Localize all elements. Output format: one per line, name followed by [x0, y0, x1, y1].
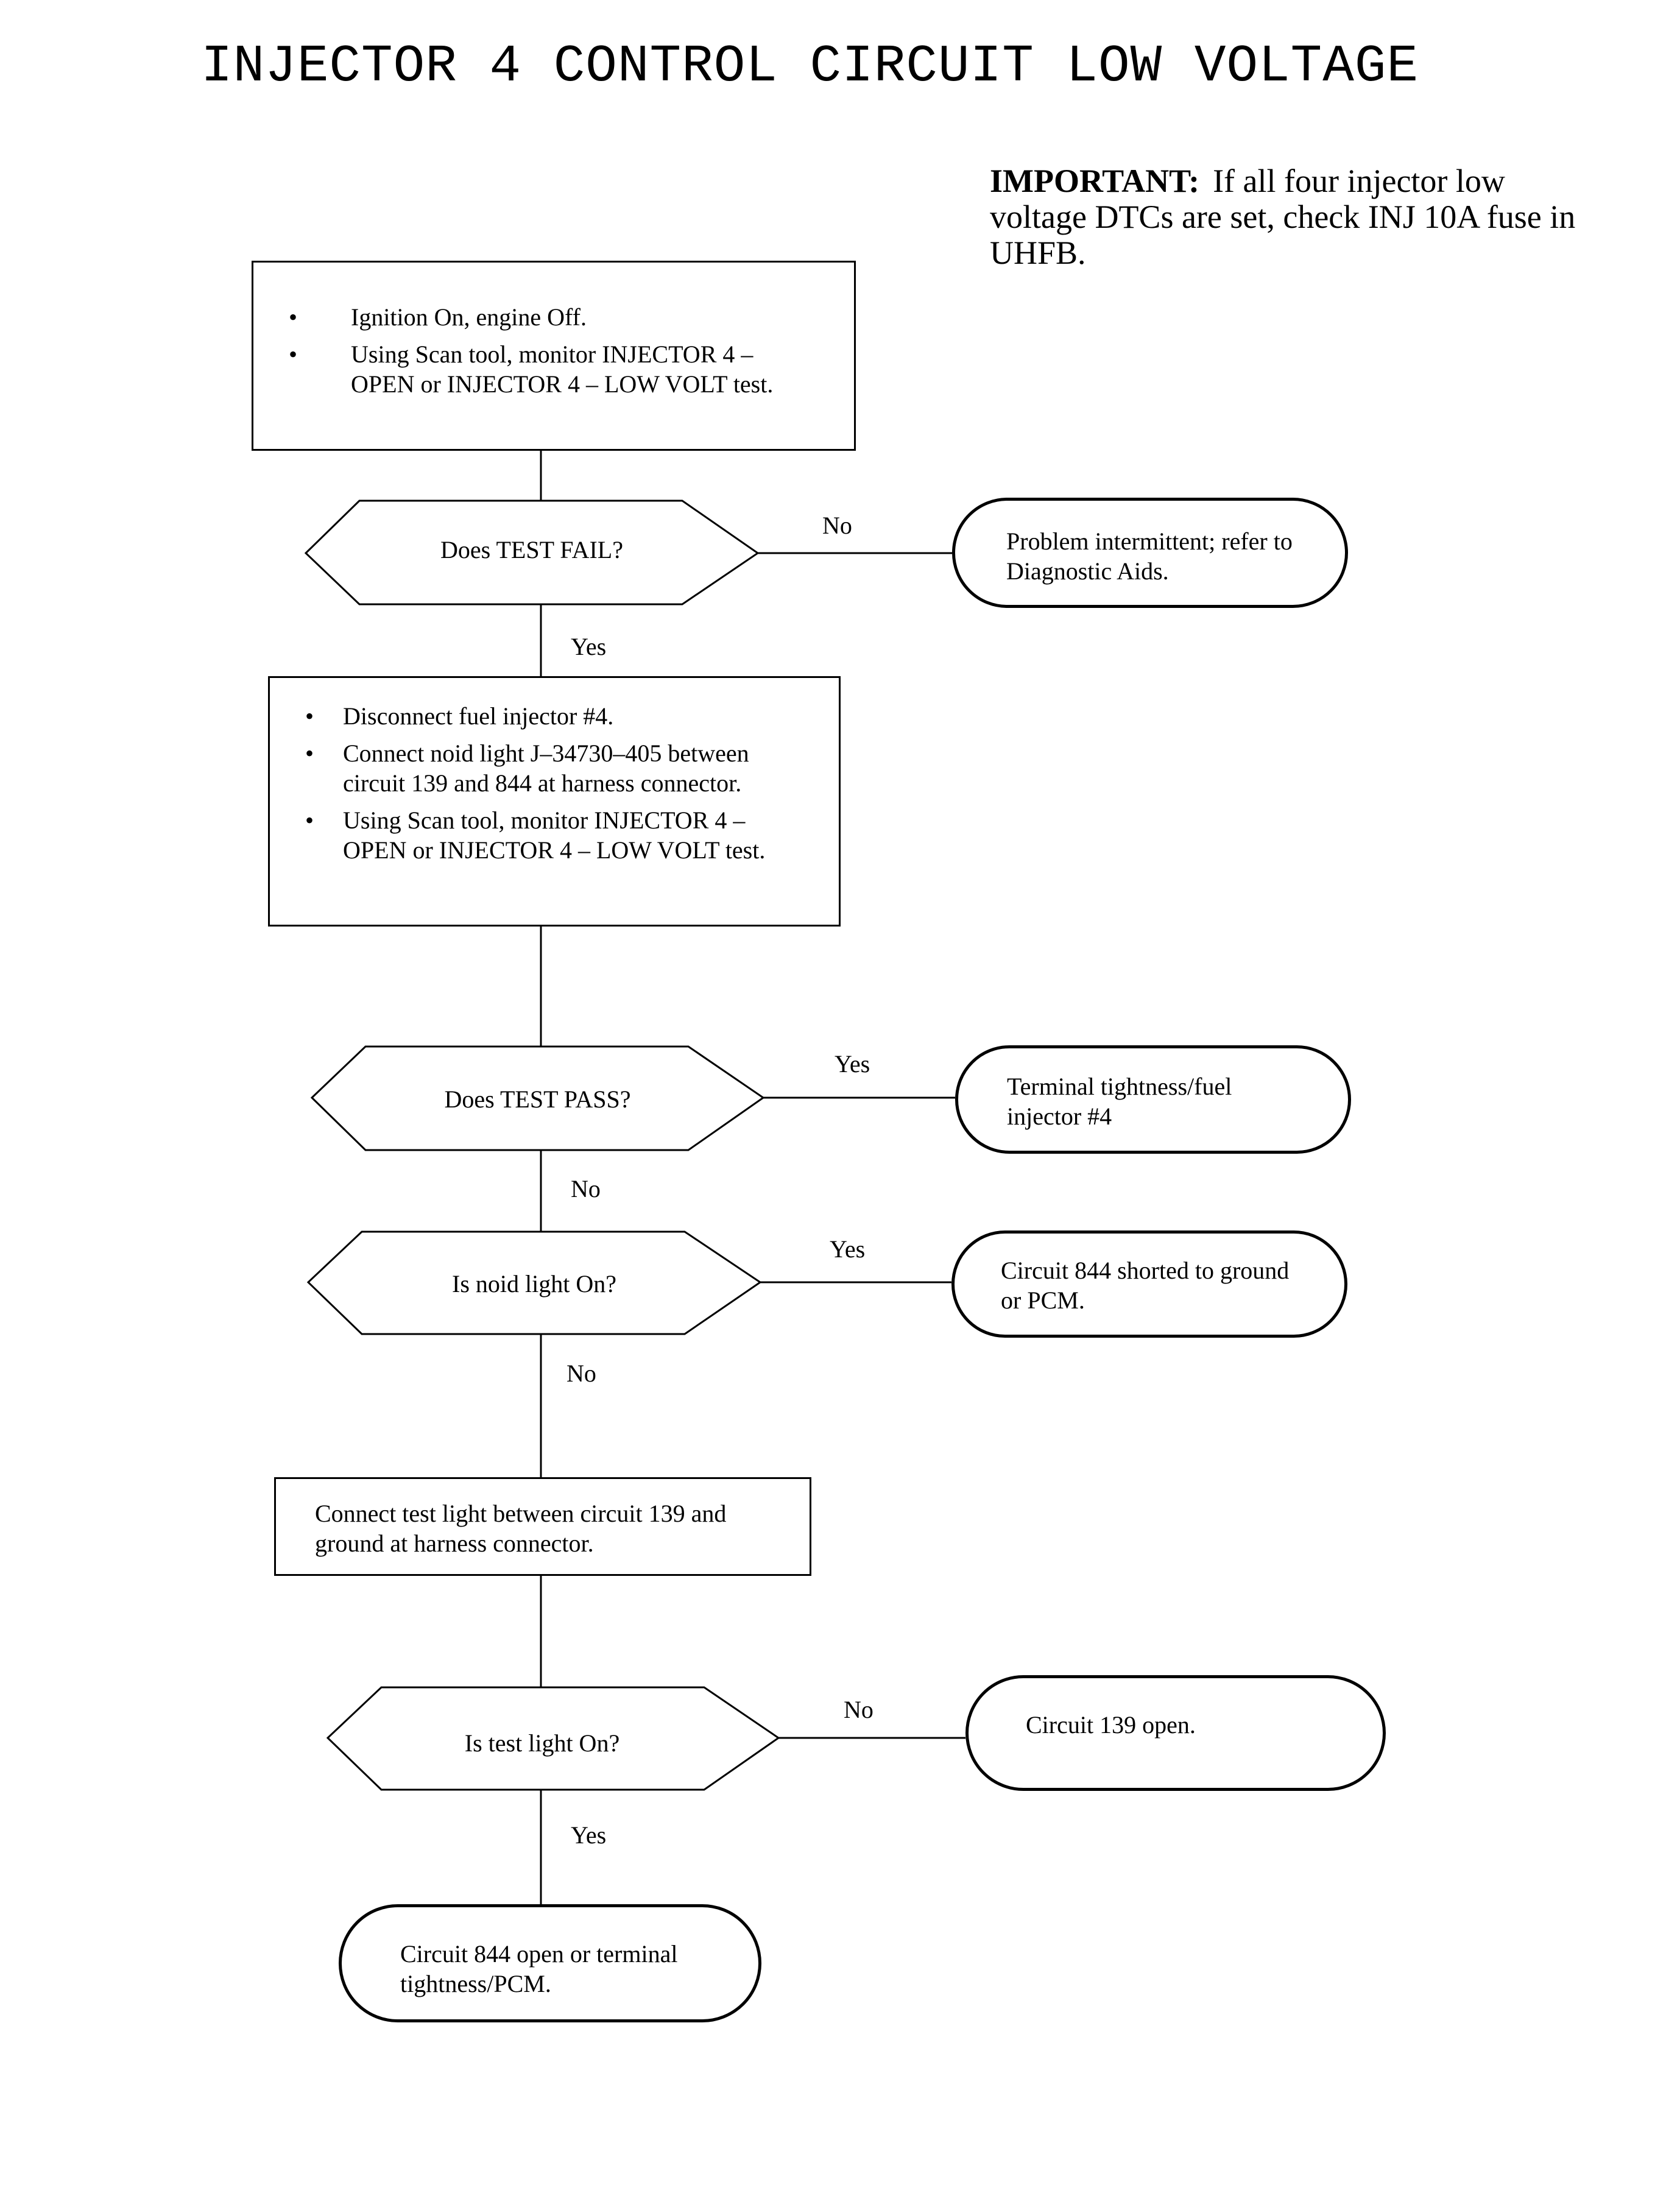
decision-d2-shape — [310, 1045, 765, 1151]
important-text: If all four injector low voltage DTCs ar… — [990, 163, 1576, 271]
step2-bullet-1: Disconnect fuel injector #4. — [270, 701, 772, 731]
important-label: IMPORTANT: — [990, 163, 1200, 199]
result-box-4: Circuit 139 open. — [965, 1675, 1386, 1791]
step1-bullet-2: Using Scan tool, monitor INJECTOR 4 – OP… — [253, 339, 781, 399]
step1-bullet-1: Ignition On, engine Off. — [253, 302, 781, 332]
branch-label-d4-yes: Yes — [571, 1821, 607, 1849]
decision-d3-text: Is noid light On? — [452, 1270, 616, 1297]
branch-label-d1-yes: Yes — [571, 633, 607, 660]
result5-text: Circuit 844 open or terminal tightness/P… — [400, 1940, 678, 1997]
step2-bullet-2: Connect noid light J–34730–405 between c… — [270, 738, 772, 798]
step-box-2: Disconnect fuel injector #4. Connect noi… — [268, 676, 841, 927]
step2-bullet-3: Using Scan tool, monitor INJECTOR 4 – OP… — [270, 805, 772, 865]
decision-d1-text: Does TEST FAIL? — [440, 536, 623, 563]
result-box-3: Circuit 844 shorted to ground or PCM. — [951, 1230, 1347, 1338]
branch-label-d1-no: No — [822, 512, 852, 539]
result-box-5: Circuit 844 open or terminal tightness/P… — [339, 1904, 761, 2022]
decision-d4-shape — [326, 1686, 780, 1791]
step-box-1: Ignition On, engine Off. Using Scan tool… — [252, 261, 856, 451]
decision-d3-shape — [306, 1230, 762, 1335]
branch-label-d3-yes: Yes — [830, 1235, 866, 1263]
decision-d4-text: Is test light On? — [464, 1729, 620, 1757]
branch-label-d2-no: No — [571, 1175, 601, 1202]
important-note: IMPORTANT:If all four injector low volta… — [990, 163, 1605, 271]
step-box-3: Connect test light between circuit 139 a… — [274, 1477, 811, 1576]
branch-label-d2-yes: Yes — [835, 1050, 870, 1078]
result-box-2: Terminal tightness/fuel injector #4 — [955, 1045, 1351, 1154]
page-title: INJECTOR 4 CONTROL CIRCUIT LOW VOLTAGE — [201, 37, 1419, 96]
result2-text: Terminal tightness/fuel injector #4 — [1007, 1073, 1232, 1130]
result1-text: Problem intermittent; refer to Diagnosti… — [1006, 528, 1293, 585]
branch-label-d4-no: No — [844, 1696, 874, 1723]
result-box-1: Problem intermittent; refer to Diagnosti… — [952, 498, 1348, 608]
decision-d1-shape — [304, 500, 760, 605]
decision-d2-text: Does TEST PASS? — [444, 1086, 631, 1113]
result3-text: Circuit 844 shorted to ground or PCM. — [1001, 1257, 1290, 1314]
branch-label-d3-no: No — [566, 1360, 596, 1387]
result4-text: Circuit 139 open. — [1026, 1711, 1196, 1739]
step3-text: Connect test light between circuit 139 a… — [315, 1500, 727, 1557]
